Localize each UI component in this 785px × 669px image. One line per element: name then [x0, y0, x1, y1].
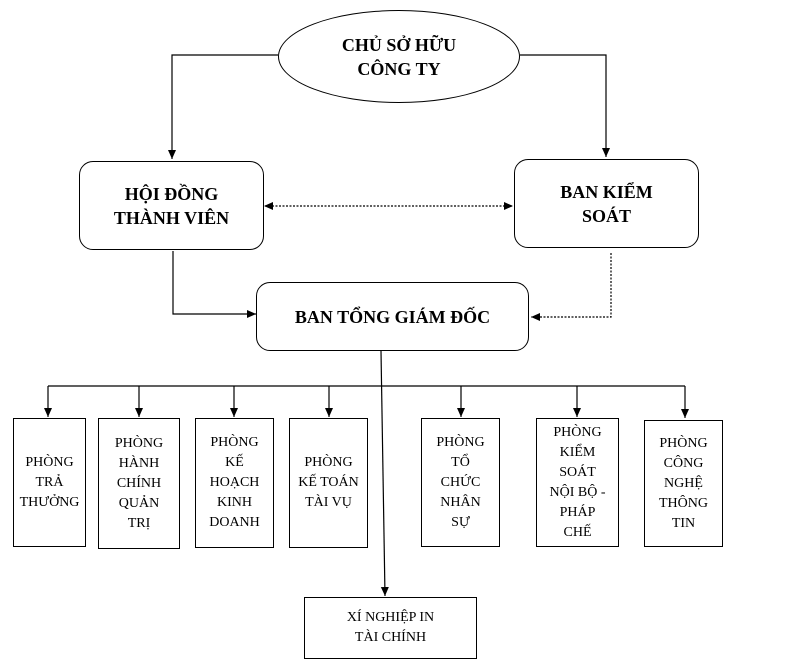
- node-printing-enterprise: XÍ NGHIỆP IN TÀI CHÍNH: [304, 597, 477, 659]
- dept-label: PHÒNG HÀNH CHÍNH QUẢN TRỊ: [114, 435, 164, 531]
- node-dept-ke-toan: PHÒNG KẾ TOÁN TÀI VỤ: [289, 418, 368, 548]
- dept-label: PHÒNG TỔ CHỨC NHÂN SỰ: [436, 434, 485, 530]
- node-dept-cntt: PHÒNG CÔNG NGHỆ THÔNG TIN: [644, 420, 723, 547]
- node-owner: CHỦ SỞ HỮU CÔNG TY: [278, 10, 520, 103]
- node-owner-label: CHỦ SỞ HỮU CÔNG TY: [341, 34, 457, 79]
- edge-directors-to-enterprise: [380, 350, 389, 597]
- node-members-council-label: HỘI ĐỒNG THÀNH VIÊN: [113, 183, 230, 228]
- node-general-directors-label: BAN TỔNG GIÁM ĐỐC: [294, 306, 491, 327]
- edge-owner-to-supervisory: [520, 54, 610, 157]
- node-dept-to-chuc: PHÒNG TỔ CHỨC NHÂN SỰ: [421, 418, 500, 547]
- node-dept-ke-hoach: PHÒNG KẾ HOẠCH KINH DOANH: [195, 418, 274, 548]
- node-printing-enterprise-label: XÍ NGHIỆP IN TÀI CHÍNH: [346, 610, 435, 645]
- node-members-council: HỘI ĐỒNG THÀNH VIÊN: [79, 161, 264, 250]
- dept-label: PHÒNG CÔNG NGHỆ THÔNG TIN: [659, 435, 708, 531]
- dept-label: PHÒNG KẾ HOẠCH KINH DOANH: [209, 435, 260, 530]
- node-dept-hanh-chinh: PHÒNG HÀNH CHÍNH QUẢN TRỊ: [98, 418, 180, 549]
- dept-label: PHÒNG TRẢ THƯỞNG: [19, 454, 80, 510]
- dept-label: PHÒNG KIỂM SOÁT NỘI BỘ - PHÁP CHẾ: [549, 424, 606, 540]
- edge-council-to-directors: [172, 251, 256, 318]
- dept-label: PHÒNG KẾ TOÁN TÀI VỤ: [298, 455, 359, 510]
- node-supervisory-board-label: BAN KIỂM SOÁT: [560, 181, 653, 226]
- node-dept-tra-thuong: PHÒNG TRẢ THƯỞNG: [13, 418, 86, 547]
- node-dept-kiem-soat: PHÒNG KIỂM SOÁT NỘI BỘ - PHÁP CHẾ: [536, 418, 619, 547]
- edge-owner-to-council: [168, 54, 278, 159]
- node-general-directors: BAN TỔNG GIÁM ĐỐC: [256, 282, 529, 351]
- node-supervisory-board: BAN KIỂM SOÁT: [514, 159, 699, 248]
- edge-supervisory-to-directors: [531, 253, 612, 321]
